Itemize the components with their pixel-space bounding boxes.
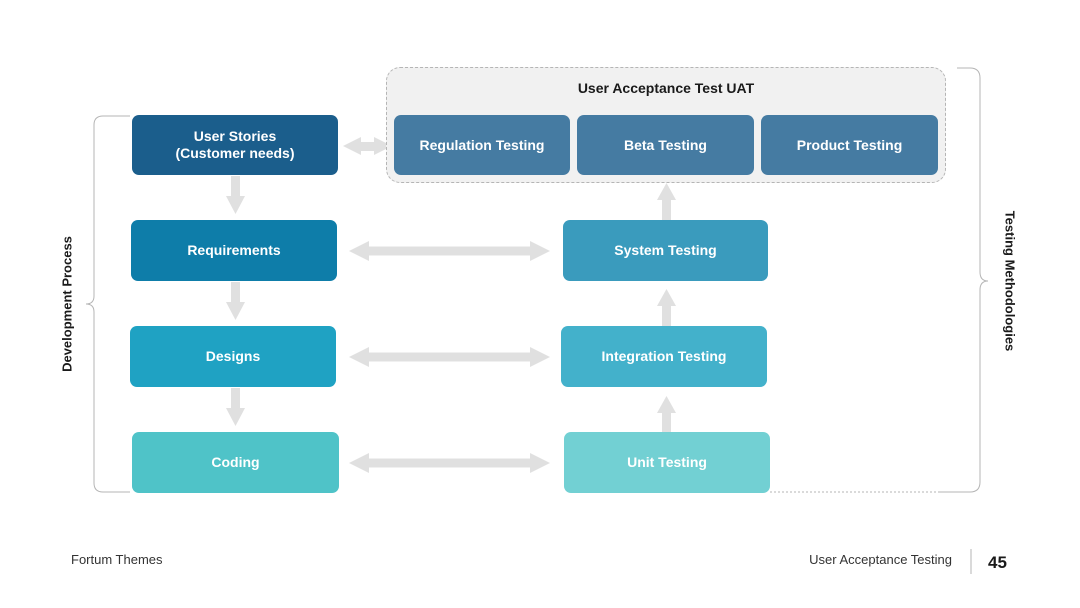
arrow-userstories-uat <box>343 137 392 155</box>
coding-box: Coding <box>132 432 339 493</box>
designs-box: Designs <box>130 326 336 387</box>
designs-label: Designs <box>205 348 261 364</box>
arrow-up-uat <box>657 183 676 220</box>
customer-needs-label: (Customer needs) <box>175 145 295 161</box>
footer-brand: Fortum Themes <box>71 552 163 567</box>
unit-testing-label: Unit Testing <box>627 454 707 470</box>
product-testing-box: Product Testing <box>761 115 938 175</box>
integration-testing-box: Integration Testing <box>561 326 767 387</box>
product-testing-label: Product Testing <box>796 136 903 153</box>
footer-title: User Acceptance Testing <box>809 552 952 567</box>
page-number: 45 <box>988 553 1007 572</box>
beta-testing-label: Beta Testing <box>624 136 707 153</box>
development-process-label: Development Process <box>59 236 75 372</box>
coding-label: Coding <box>211 454 260 470</box>
regulation-testing-box: Regulation Testing <box>394 115 570 175</box>
arrow-up-integration <box>657 396 676 432</box>
integration-testing-label: Integration Testing <box>601 348 727 364</box>
regulation-testing-label: Regulation Testing <box>419 136 545 153</box>
arrow-down-requirements <box>226 176 245 214</box>
beta-testing-box: Beta Testing <box>577 115 754 175</box>
requirements-label: Requirements <box>187 242 281 258</box>
arrow-down-designs <box>226 282 245 320</box>
development-bracket <box>85 115 130 493</box>
testing-methodologies-label: Testing Methodologies <box>1002 210 1018 352</box>
system-testing-box: System Testing <box>563 220 768 281</box>
arrow-coding-unit <box>349 453 550 473</box>
arrow-requirements-system <box>349 241 550 261</box>
arrow-down-coding <box>226 388 245 426</box>
user-stories-box: User Stories (Customer needs) <box>132 115 338 175</box>
requirements-box: Requirements <box>131 220 337 281</box>
uat-title: User Acceptance Test UAT <box>577 80 755 96</box>
testing-bracket <box>940 67 989 493</box>
arrow-designs-integration <box>349 347 550 367</box>
arrow-up-system <box>657 289 676 326</box>
unit-testing-box: Unit Testing <box>564 432 770 493</box>
system-testing-label: System Testing <box>614 242 717 258</box>
user-stories-label: User Stories <box>193 128 277 144</box>
